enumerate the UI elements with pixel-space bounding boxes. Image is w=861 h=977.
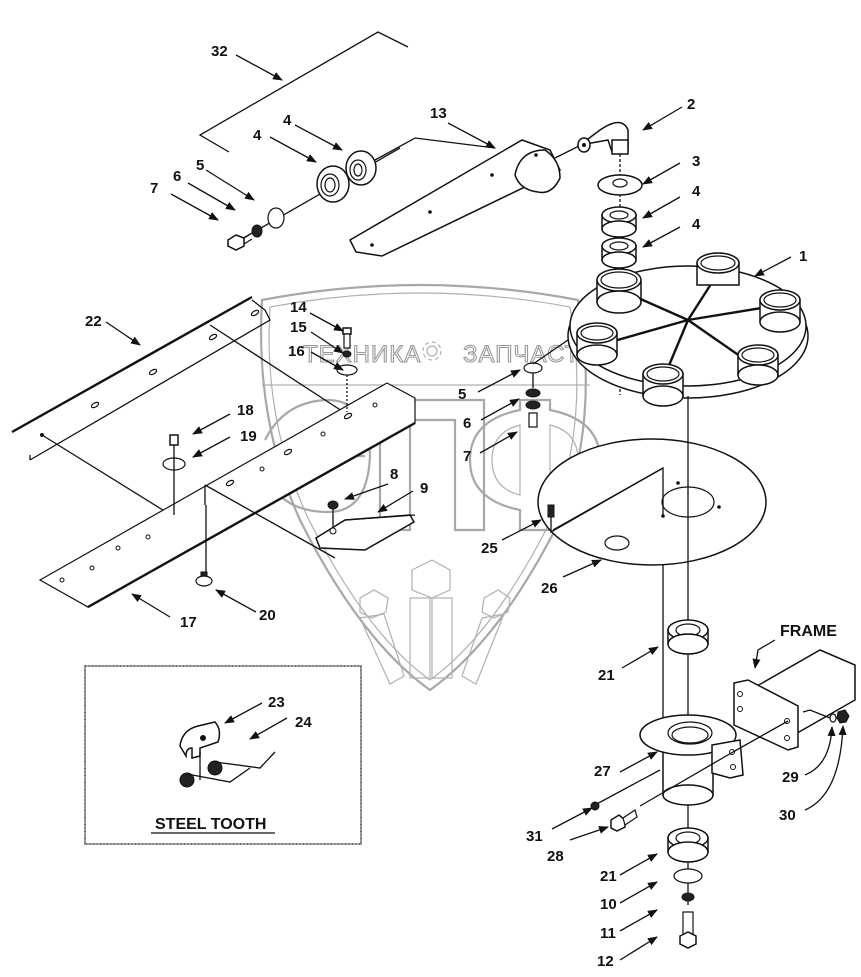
arm-13 xyxy=(349,139,562,257)
bolt-7 xyxy=(227,232,253,251)
callout-22: 22 xyxy=(85,313,102,330)
callout-21: 21 xyxy=(598,667,615,684)
rotor-hub-1 xyxy=(567,252,809,407)
lock-washer-29 xyxy=(829,713,837,723)
callout-28: 28 xyxy=(547,848,564,865)
callout-5: 5 xyxy=(458,386,466,403)
callout-7: 7 xyxy=(463,448,471,465)
gear-icon xyxy=(422,341,442,361)
bolt-18-stack xyxy=(162,434,186,515)
bearing-4-right xyxy=(345,150,377,186)
lock-washer-6 xyxy=(251,224,263,238)
bolt-20 xyxy=(195,571,213,587)
screw-25 xyxy=(547,504,555,518)
watermark-text-left: ТЕХНИКА xyxy=(303,341,421,368)
bolt-12 xyxy=(679,911,697,949)
callout-25: 25 xyxy=(481,540,498,557)
callout-11: 11 xyxy=(600,925,616,942)
inset-title: STEEL TOOTH xyxy=(155,816,266,833)
elbow-shaft-2 xyxy=(577,121,629,155)
callout-26: 26 xyxy=(541,580,558,597)
frame-label: FRAME xyxy=(780,623,837,640)
tine-bar-22 xyxy=(11,295,271,461)
callout-10: 10 xyxy=(600,896,617,913)
hardware-5-6-7 xyxy=(523,362,543,428)
spring-tooth-24 xyxy=(179,751,276,788)
callout-13: 13 xyxy=(430,105,447,122)
bearing-4-upper xyxy=(601,206,637,238)
inset-steel-tooth: STEEL TOOTH xyxy=(84,665,362,845)
callout-23: 23 xyxy=(268,694,285,711)
callout-4: 4 xyxy=(283,112,292,129)
arm-assembly xyxy=(198,31,643,395)
callout-29: 29 xyxy=(782,769,799,786)
callout-17: 17 xyxy=(180,614,197,631)
callout-18: 18 xyxy=(237,402,254,419)
callout-19: 19 xyxy=(240,428,257,445)
wheat-icon xyxy=(359,559,511,685)
bearing-21-upper xyxy=(667,619,709,655)
callout-24: 24 xyxy=(295,714,312,731)
cover-disc-26 xyxy=(537,438,767,566)
callout-6: 6 xyxy=(463,415,471,432)
callout-31: 31 xyxy=(526,828,543,845)
callout-14: 14 xyxy=(290,299,307,316)
callout-1: 1 xyxy=(799,248,807,265)
washer-10 xyxy=(673,868,703,884)
nut-8 xyxy=(327,500,339,528)
callout-4: 4 xyxy=(692,183,701,200)
callout-27: 27 xyxy=(594,763,611,780)
lock-washer-11 xyxy=(681,892,695,902)
callout-4: 4 xyxy=(692,216,701,233)
callout-7: 7 xyxy=(150,180,158,197)
callout-arrows xyxy=(105,54,847,961)
callout-21: 21 xyxy=(600,868,617,885)
callout-15: 15 xyxy=(290,319,307,336)
clamp-23 xyxy=(179,721,221,759)
tine-bar-17 xyxy=(38,382,416,609)
callout-20: 20 xyxy=(259,607,276,624)
callout-16: 16 xyxy=(288,343,305,360)
washer-5 xyxy=(267,207,285,229)
callout-32: 32 xyxy=(211,43,228,60)
callout-3: 3 xyxy=(692,153,700,170)
tine-clip-9 xyxy=(315,514,416,551)
callout-8: 8 xyxy=(390,466,398,483)
bearing-21-lower xyxy=(667,827,709,863)
callout-labels: 32 4 4 5 6 7 13 2 3 4 4 1 22 14 15 16 5 … xyxy=(85,43,807,970)
callout-30: 30 xyxy=(779,807,796,824)
callout-6: 6 xyxy=(173,168,181,185)
nut-30 xyxy=(836,709,850,724)
callout-12: 12 xyxy=(597,953,614,970)
hub-housing-27 xyxy=(639,714,744,806)
callout-2: 2 xyxy=(687,96,695,113)
frame-bracket xyxy=(733,649,856,751)
callout-5: 5 xyxy=(196,157,204,174)
bearing-4-left xyxy=(316,165,350,203)
bolt-28 xyxy=(610,809,638,832)
bearing-4-lower xyxy=(601,237,637,269)
callout-9: 9 xyxy=(420,480,428,497)
grease-fitting-31 xyxy=(590,801,600,811)
callout-4: 4 xyxy=(253,127,262,144)
